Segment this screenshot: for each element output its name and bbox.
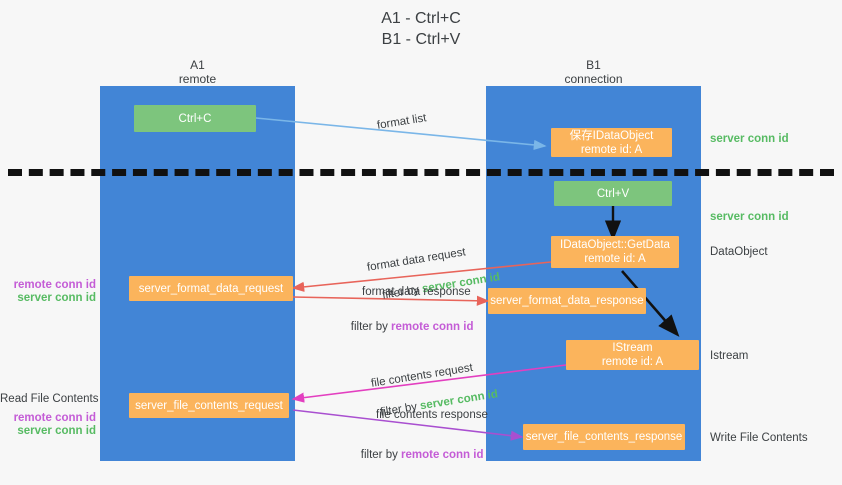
box-idataobject-getdata-label: IDataObject::GetData [560, 239, 670, 251]
box-istream-label: IStream [612, 342, 653, 354]
annotation-server-conn-id-top: server conn id [710, 133, 789, 145]
box-server-format-data-response-label: server_format_data_response [490, 295, 644, 307]
annotation-left-server-conn-id-1: server conn id [17, 292, 96, 304]
box-server-file-contents-request-label: server_file_contents_request [135, 399, 283, 412]
box-idataobject-getdata-sub: remote id: A [584, 253, 646, 265]
edge-label-format-list: format list [376, 112, 428, 132]
box-save-idataobject[interactable]: 保存IDataObject remote id: A [551, 128, 672, 157]
box-server-file-contents-response[interactable]: server_file_contents_response [523, 424, 685, 450]
annotation-left-server-conn-id-2: server conn id [17, 425, 96, 437]
annotation-read-file-contents: Read File Contents [0, 393, 99, 405]
lane-a1-subtitle: remote [178, 72, 217, 86]
box-ctrl-c[interactable]: Ctrl+C [134, 105, 256, 132]
lane-b1-subtitle: connection [564, 72, 623, 86]
box-ctrl-c-label: Ctrl+C [178, 112, 212, 125]
lane-a1-name: A1 [190, 58, 205, 72]
annotation-server-conn-id-mid: server conn id [710, 211, 789, 223]
box-save-idataobject-label: 保存IDataObject [569, 129, 654, 142]
box-server-file-contents-response-label: server_file_contents_response [525, 431, 683, 443]
box-save-idataobject-sub: remote id: A [580, 143, 643, 156]
edge-label-format-data-response: format data response [362, 286, 471, 298]
filter-value-remote-conn-id: remote conn id [401, 449, 484, 461]
annotation-left-remote-conn-id-2: remote conn id [13, 412, 96, 424]
filter-prefix: filter by [360, 449, 402, 461]
box-server-format-data-request-label: server_format_data_request [138, 282, 284, 295]
box-server-file-contents-request[interactable]: server_file_contents_request [129, 393, 289, 418]
box-ctrl-v[interactable]: Ctrl+V [554, 181, 672, 206]
filter-prefix: filter by [350, 321, 392, 333]
page-title: A1 - Ctrl+C B1 - Ctrl+V [381, 10, 461, 48]
lane-b1-name: B1 [586, 58, 601, 72]
box-istream-sub: remote id: A [601, 356, 664, 368]
annotation-write-file-contents: Write File Contents [710, 432, 808, 444]
annotation-dataobject: DataObject [710, 246, 768, 258]
box-idataobject-getdata[interactable]: IDataObject::GetData remote id: A [551, 236, 679, 268]
edge-label-format-data-response-filter: filter by remote conn id [338, 305, 474, 350]
box-istream[interactable]: IStream remote id: A [566, 340, 699, 370]
box-server-format-data-response[interactable]: server_format_data_response [488, 288, 646, 314]
edge-label-file-contents-response: file contents response [376, 409, 488, 421]
filter-value-remote-conn-id: remote conn id [391, 321, 474, 333]
edge-label-file-contents-request-filter: filter by server conn id [358, 372, 501, 438]
dashed-divider [8, 169, 834, 176]
lane-header-b1: B1 connection [486, 58, 701, 86]
annotation-istream: Istream [710, 350, 749, 362]
annotation-left-remote-conn-id-1: remote conn id [13, 279, 96, 291]
edge-label-file-contents-response-filter: filter by remote conn id [348, 433, 484, 478]
box-server-format-data-request[interactable]: server_format_data_request [129, 276, 293, 301]
box-ctrl-v-label: Ctrl+V [596, 187, 630, 200]
lane-header-a1: A1 remote [100, 58, 295, 86]
